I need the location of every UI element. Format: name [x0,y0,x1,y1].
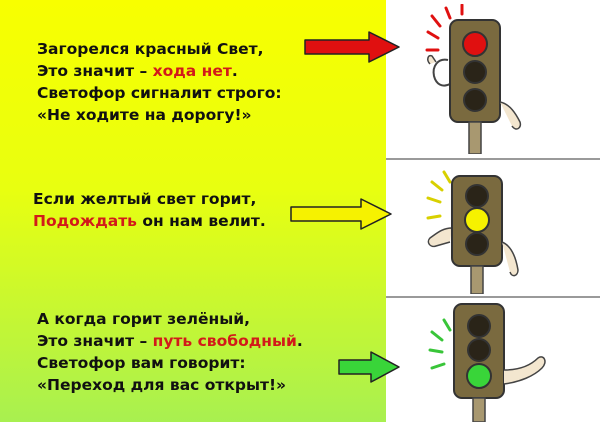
highlight-text: путь свободный [152,332,297,350]
traffic-light-icon [425,4,522,154]
verse-line: А когда горит зелёный, [37,310,250,328]
verse-line: Светофор вам говорит: [37,354,246,372]
red-arrow-icon [304,31,400,63]
verse-line: Светофор сигналит строго: [37,84,282,102]
verse-line: Если желтый свет горит, [33,190,257,208]
stanza-red: Загорелся красный Свет, Это значит – ход… [37,38,282,126]
traffic-light-icon [426,170,519,294]
panel-divider [386,158,600,160]
panel-divider [386,296,600,298]
verse-line: «Переход для вас открыт!» [37,376,287,394]
verse-line: Загорелся красный Свет, [37,40,264,58]
yellow-arrow-icon [290,198,392,230]
highlight-text: Подождать [33,212,137,230]
verse-line: Это значит – хода нет. [37,62,238,80]
verse-line: Подождать он нам велит. [33,212,266,230]
green-arrow-icon [338,351,400,383]
highlight-text: хода нет [152,62,232,80]
verse-line: «Не ходите на дорогу!» [37,106,252,124]
verse-line: Это значит – путь свободный. [37,332,303,350]
stanza-green: А когда горит зелёный, Это значит – путь… [37,308,303,396]
traffic-light-icon [428,303,546,422]
stanza-yellow: Если желтый свет горит, Подождать он нам… [33,188,266,232]
